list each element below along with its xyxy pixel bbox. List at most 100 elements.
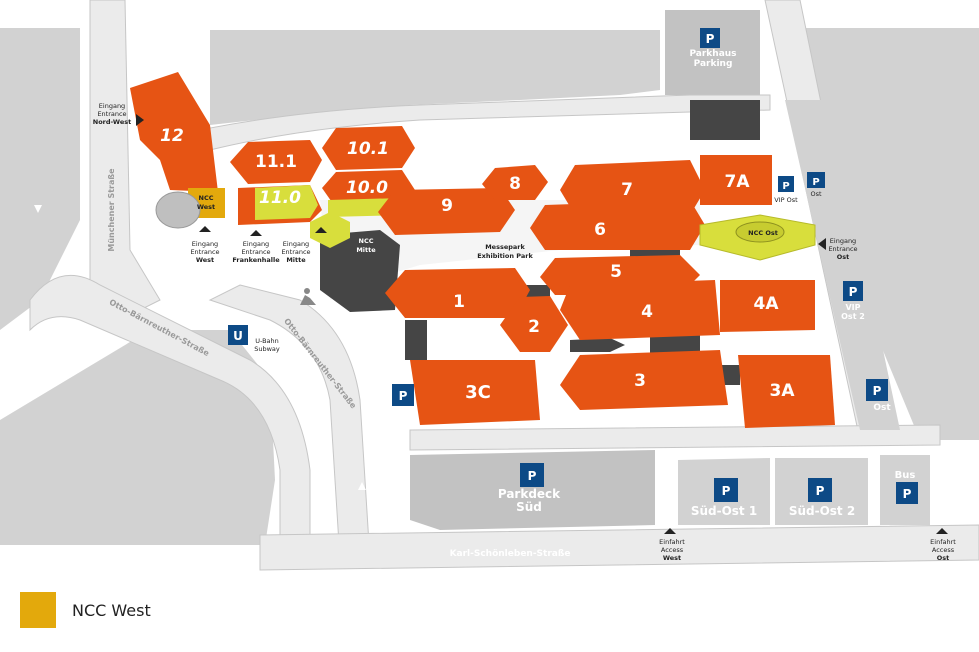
entrance-ost[interactable]: Eingang Entrance Ost [818, 237, 858, 261]
parkhaus-parking[interactable]: P Parkhaus Parking [689, 28, 737, 69]
land-block-west [0, 28, 80, 330]
hall-11-0-label: 11.0 [259, 188, 301, 208]
vip-p-icon: P [399, 389, 408, 403]
access-west-line-1: Einfahrt [659, 538, 685, 546]
parking-ost[interactable]: P Ost [866, 379, 891, 413]
hall-3c-label: 3C [465, 382, 491, 403]
ubahn-label-2: Subway [254, 345, 280, 353]
ncc-ost-dome [735, 221, 785, 243]
parking-bus[interactable]: Bus P [895, 470, 918, 504]
entrance-west[interactable]: Eingang Entrance West [190, 226, 220, 264]
hall-5-label: 5 [610, 262, 622, 282]
hall-3c[interactable] [410, 360, 540, 425]
hall-7a[interactable] [700, 155, 772, 205]
land-block-southwest [0, 330, 275, 545]
hall-8-label: 8 [509, 174, 521, 194]
entrance-west-arrow [199, 226, 211, 232]
vip-ost-2-label-2: Ost 2 [841, 312, 865, 321]
access-ost-line-2: Access [932, 546, 955, 554]
hall-12-label: 12 [160, 126, 184, 146]
entrance-nord-west[interactable]: Eingang Entrance Nord-West [93, 102, 144, 126]
connector-dark-7 [570, 338, 625, 352]
hall-3[interactable] [560, 350, 728, 410]
hall-4a[interactable] [720, 280, 815, 332]
hall-2[interactable] [500, 296, 568, 352]
map-canvas: 12 11.1 11.0 10.1 10.0 9 8 7 6 7A 5 4 4A… [0, 0, 979, 571]
sued-ost-1-label: Süd-Ost 1 [691, 504, 757, 518]
road-karl [259, 524, 979, 571]
ost-label: Ost [873, 403, 891, 413]
parking-vip[interactable]: P VIP [392, 384, 414, 414]
vip-ost-2-label-1: VIP [845, 303, 860, 312]
construction-icon-body [300, 295, 316, 305]
construction-icon-head [304, 288, 310, 294]
sued-ost-1-p-icon: P [722, 484, 731, 498]
street-karl: Karl-Schönleben-Straße [450, 549, 571, 559]
parking-sued-ost-1[interactable]: P Süd-Ost 1 [691, 478, 757, 518]
hall-10-1[interactable] [322, 126, 415, 170]
entrance-ost-line-2: Entrance [828, 245, 857, 253]
hall-7-label: 7 [621, 180, 633, 200]
bus-label: Bus [895, 470, 916, 481]
ncc-mitte-label-2: Mitte [356, 246, 376, 254]
access-west-arrow [664, 528, 676, 534]
parkdeck-p-icon: P [528, 469, 537, 483]
hall-6[interactable] [530, 200, 705, 250]
entrance-nord-west-arrow [136, 114, 144, 126]
road-arrow-1 [34, 205, 42, 213]
sued-ost-2-label: Süd-Ost 2 [789, 504, 855, 518]
vip-ost-label: VIP Ost [774, 196, 798, 204]
entrance-frankenhalle-line-1: Eingang [243, 240, 269, 248]
ubahn-sign [228, 325, 248, 345]
entrance-mitte-line-3: Mitte [286, 256, 306, 264]
road-arrow-2 [316, 484, 324, 492]
parking-sued-ost-2[interactable]: P Süd-Ost 2 [789, 478, 855, 518]
parking-garage-block [665, 10, 760, 95]
hall-1[interactable] [385, 268, 530, 318]
road-inner-north [199, 94, 771, 151]
hall-3a-label: 3A [770, 381, 796, 401]
hall-11-0-ncc[interactable] [255, 185, 318, 220]
parking-vip-ost-2[interactable]: P VIP Ost 2 [841, 281, 865, 321]
entrance-mitte[interactable]: Eingang Entrance Mitte [281, 227, 327, 264]
hall-9[interactable] [378, 188, 515, 235]
legend: NCC West [20, 592, 151, 628]
connector-dark-5 [405, 320, 427, 360]
road-curve-west [29, 274, 311, 561]
parkdeck-sued[interactable]: P Parkdeck Süd [498, 463, 561, 514]
entrance-nord-west-line-2: Entrance [97, 110, 126, 118]
hall-12[interactable] [130, 72, 218, 192]
entrance-nord-west-line-3: Nord-West [93, 118, 132, 126]
entrance-mitte-arrow [315, 227, 327, 233]
hall-11-1-label: 11.1 [255, 152, 297, 172]
land-block-north [210, 30, 660, 125]
parkhaus-label-2: Parking [694, 59, 733, 69]
entrance-west-line-1: Eingang [192, 240, 218, 248]
hall-11-1[interactable] [230, 140, 322, 184]
vip-ost-2-p-icon: P [849, 285, 858, 299]
access-ost-line-1: Einfahrt [930, 538, 956, 546]
hall-4[interactable] [560, 280, 720, 340]
hall-3a[interactable] [738, 355, 835, 428]
hall-4a-label: 4A [754, 294, 780, 314]
hall-8[interactable] [482, 165, 548, 200]
entrance-frankenhalle-line-3: Frankenhalle [232, 256, 280, 264]
entrance-mitte-line-2: Entrance [281, 248, 310, 256]
access-west[interactable]: Einfahrt Access West [659, 528, 685, 562]
sued-ost-2-p-icon: P [816, 484, 825, 498]
construction-icon [300, 288, 316, 305]
hall-3-label: 3 [634, 371, 646, 391]
parking-vip-ost[interactable]: P P Ost VIP Ost [774, 172, 825, 204]
ubahn-u-icon: U [233, 329, 243, 343]
connector-dark-4 [720, 365, 740, 385]
ost-label-small: Ost [810, 190, 822, 198]
entrance-frankenhalle-line-2: Entrance [241, 248, 270, 256]
access-ost[interactable]: Einfahrt Access Ost [930, 528, 956, 562]
ncc-west-label-2: West [197, 203, 215, 211]
ubahn-station[interactable]: U U-Bahn Subway [228, 325, 280, 353]
access-ost-arrow [936, 528, 948, 534]
ncc-mitte-hex[interactable] [310, 212, 350, 248]
entrance-frankenhalle[interactable]: Eingang Entrance Frankenhalle [232, 230, 280, 264]
messepark-label-2: Exhibition Park [477, 252, 533, 260]
